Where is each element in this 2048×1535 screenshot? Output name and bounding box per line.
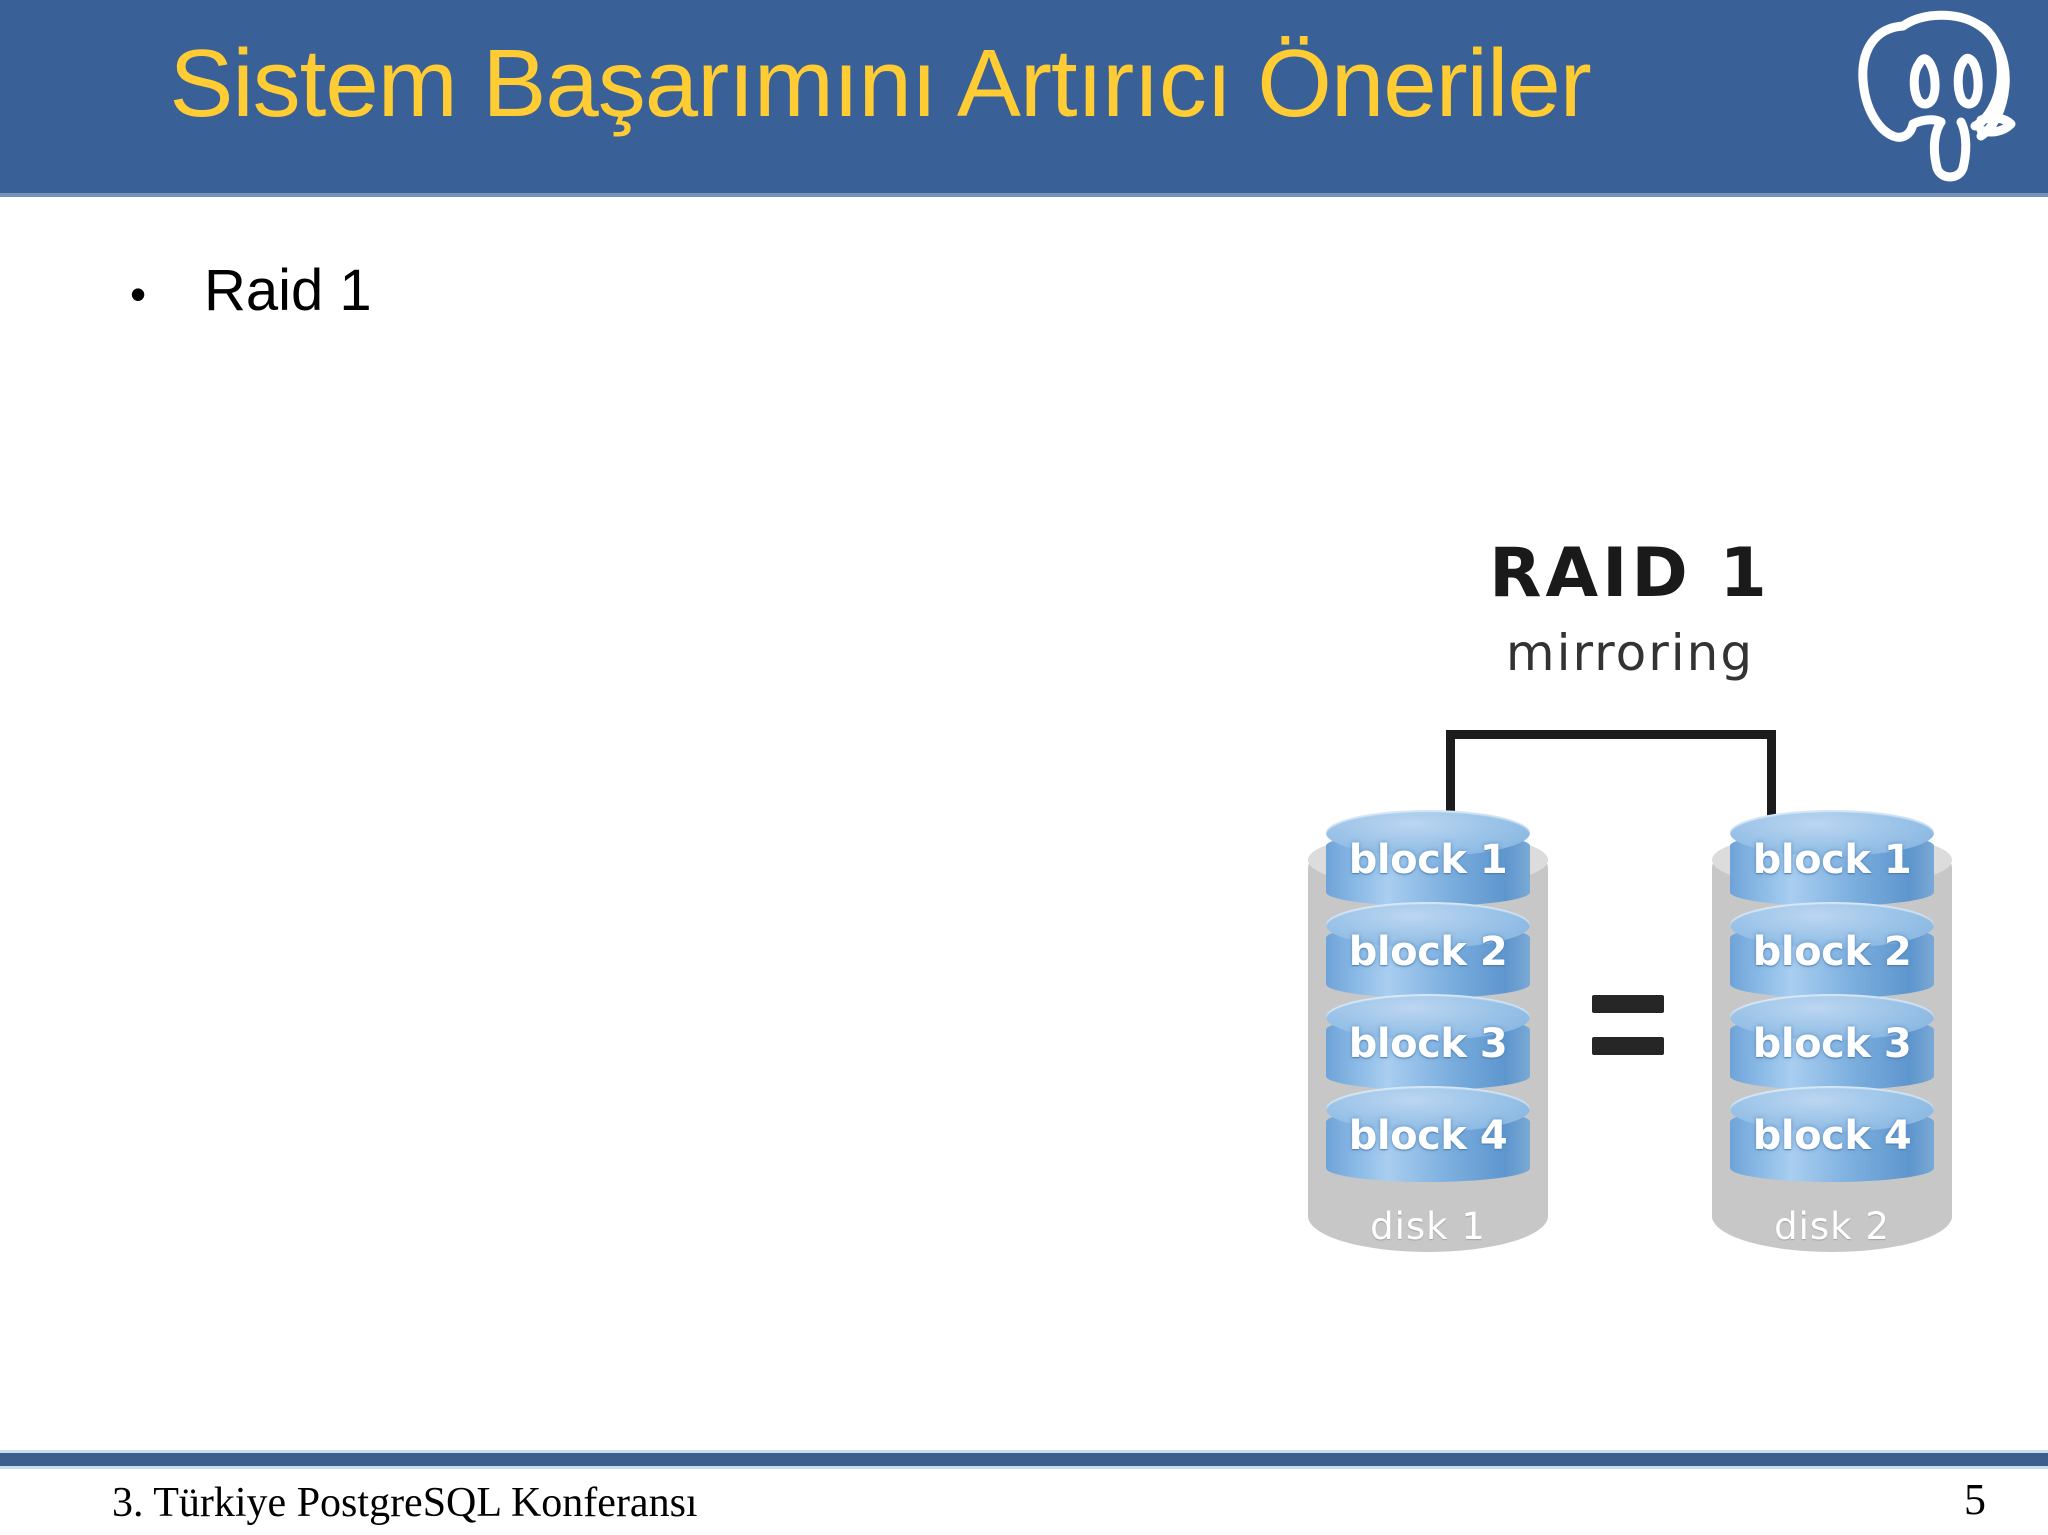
disk-2-block-4: block 4 [1730,1086,1934,1190]
footer-page-number: 5 [1964,1475,1986,1524]
platter-top [1326,902,1530,948]
disk-1-block-1: block 1 [1326,810,1530,914]
platter-top [1326,994,1530,1040]
page-title: Sistem Başarımını Artırıcı Öneriler [169,30,1591,137]
block-label: block 1 [1752,837,1912,883]
equals-icon [1592,995,1664,1061]
list-item: • Raid 1 [130,262,372,320]
bullet-marker-icon: • [130,268,147,320]
platter-top [1730,1086,1934,1132]
block-label: block 2 [1348,929,1508,975]
disk-2-platters: block 1 block 2 block 3 block 4 [1730,810,1934,1210]
platter-top [1326,810,1530,856]
disk-2-block-3: block 3 [1730,994,1934,1098]
footer-conference-name: 3. Türkiye PostgreSQL Konferansı [112,1480,698,1526]
raid-diagram-subtitle: mirroring [1505,624,1755,682]
block-label: block 1 [1348,837,1508,883]
platter-top [1730,810,1934,856]
platter-top [1730,902,1934,948]
disk-2-block-1: block 1 [1730,810,1934,914]
disk-1-label: disk 1 [1370,1205,1486,1248]
block-label: block 4 [1752,1113,1912,1159]
block-label: block 3 [1348,1021,1508,1067]
footer-divider-bottom [0,1466,2048,1469]
disk-2-block-2: block 2 [1730,902,1934,1006]
disk-1: block 1 block 2 block 3 block 4 disk 1 [1308,810,1548,1260]
disk-1-block-3: block 3 [1326,994,1530,1098]
block-label: block 2 [1752,929,1912,975]
block-label: block 3 [1752,1021,1912,1067]
platter-top [1730,994,1934,1040]
disk-1-block-4: block 4 [1326,1086,1530,1190]
disk-1-platters: block 1 block 2 block 3 block 4 [1326,810,1530,1210]
mirror-bracket-connector [1446,730,1776,835]
platter-top [1326,1086,1530,1132]
slide-header-band [0,0,2048,193]
disk-2-label: disk 2 [1774,1205,1890,1248]
bullet-text: Raid 1 [204,258,372,323]
disk-2: block 1 block 2 block 3 block 4 disk 2 [1712,810,1952,1260]
disk-1-block-2: block 2 [1326,902,1530,1006]
raid-diagram-title: RAID 1 [1489,534,1771,613]
slide-header-underline [0,193,2048,197]
block-label: block 4 [1348,1113,1508,1159]
footer-divider [0,1453,2048,1466]
footer-divider-top [0,1450,2048,1453]
raid1-diagram: RAID 1 mirroring block 1 block 2 block 3 [1300,540,1960,1340]
postgresql-elephant-icon [1845,2,2035,182]
